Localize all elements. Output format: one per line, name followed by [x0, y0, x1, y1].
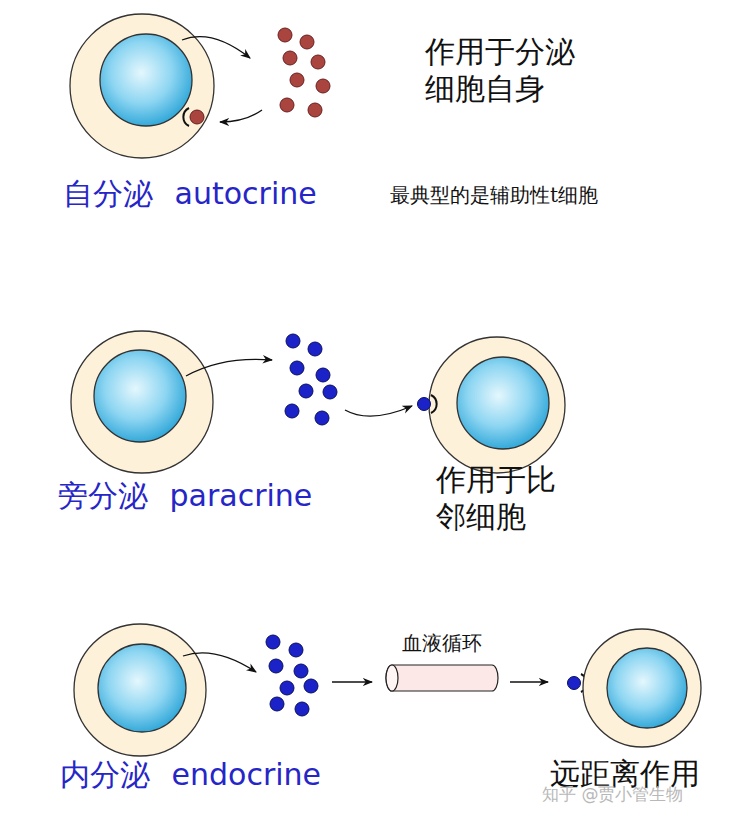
- tube-outline: [384, 663, 500, 693]
- blue-signal-molecules: [285, 334, 337, 425]
- target-cell: [583, 629, 701, 747]
- flow-arrow: [510, 681, 548, 682]
- receptor: [183, 108, 204, 126]
- description-text: 作用于比 邻细胞: [436, 462, 559, 535]
- tube-opening: [386, 665, 398, 691]
- binding-arrow: [220, 110, 262, 122]
- red-signal-molecules: [278, 28, 330, 117]
- watermark: 知乎 @贾小管生物: [542, 784, 683, 805]
- diffusion-arrow: [345, 406, 412, 416]
- node-label: 血液循环: [380, 630, 504, 657]
- secreting-cell: [74, 624, 206, 756]
- receptor: [418, 395, 437, 413]
- flow-arrow: [332, 681, 372, 682]
- type-title: 内分泌 endocrine: [60, 757, 321, 794]
- blood-vessel-tube: 血液循环: [380, 630, 504, 693]
- description-text: 作用于分泌 细胞自身: [425, 34, 578, 107]
- blue-signal-molecules: [266, 635, 318, 716]
- secretion-arrow: [186, 359, 272, 376]
- secretion-arrow: [182, 37, 250, 58]
- secreting-cell: [70, 14, 214, 158]
- type-title: 自分泌 autocrine: [63, 176, 317, 213]
- tube-body: [386, 665, 498, 691]
- secretion-arrow: [183, 653, 256, 672]
- secreting-cell: [71, 331, 213, 473]
- target-cell: [429, 337, 565, 473]
- note-text: 最典型的是辅助性t细胞: [390, 183, 598, 207]
- type-title: 旁分泌 paracrine: [58, 478, 312, 515]
